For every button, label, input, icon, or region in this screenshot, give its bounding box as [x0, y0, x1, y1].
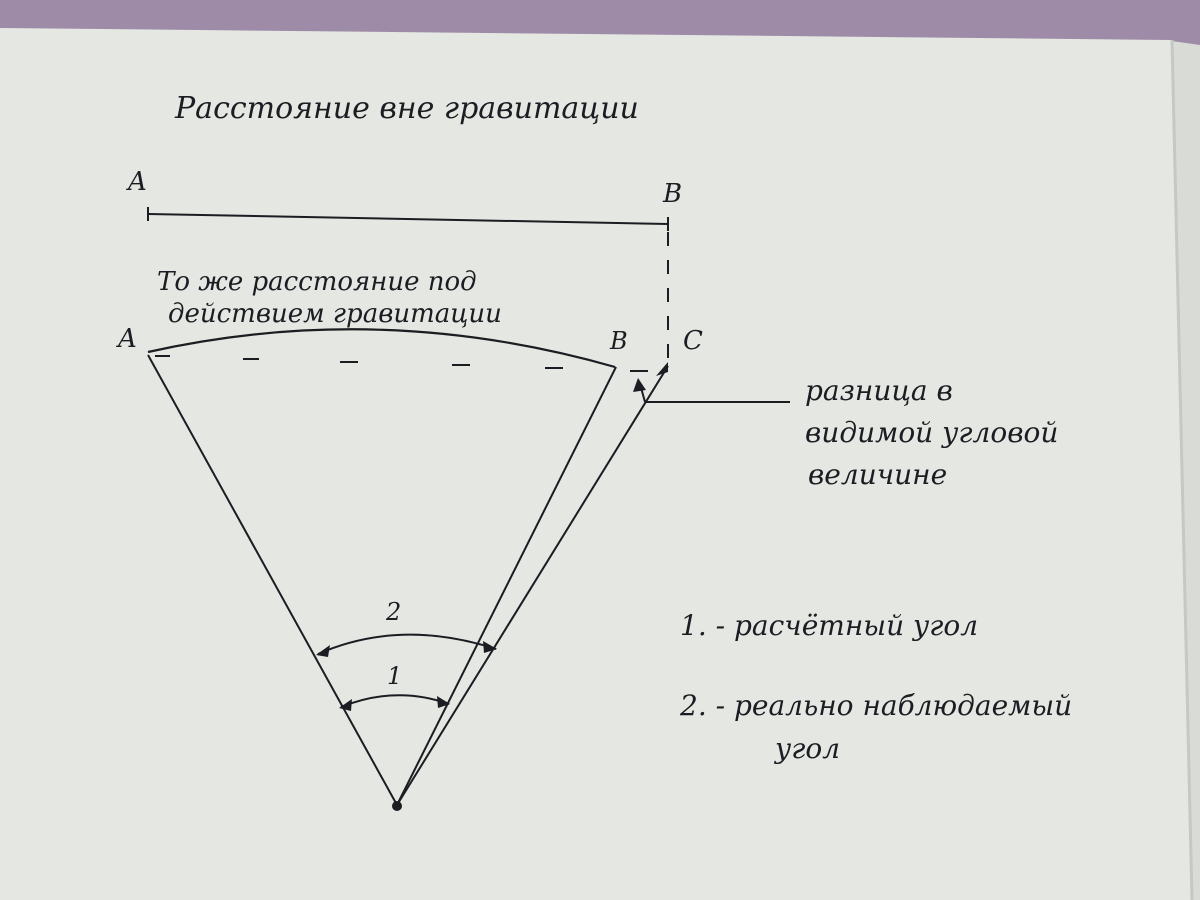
angle-arc-2-arrow-right	[483, 641, 497, 653]
angle-arc-1-arrow-left	[339, 699, 352, 711]
angle-marker-2: 2	[385, 598, 401, 626]
top-segment-line	[147, 213, 669, 225]
gravity-arc	[147, 328, 616, 369]
lower-label-a: A	[116, 324, 137, 354]
ray-c-arrowhead	[656, 362, 668, 376]
difference-note-line1: разница в	[805, 374, 953, 407]
ray-to-b	[396, 366, 617, 806]
diagram-title: Расстояние вне гравитации	[174, 91, 639, 126]
top-segment	[147, 207, 669, 231]
top-label-b: B	[662, 179, 682, 209]
angle-marker-1: 1	[387, 662, 402, 690]
lower-label-c: C	[683, 326, 703, 356]
angle-arc-2	[317, 633, 497, 655]
legend-item-2-line1: 2. - реально наблюдаемый	[679, 689, 1072, 722]
arc-caption-line1: То же расстояние под	[157, 267, 477, 297]
paper-sheet	[0, 28, 1192, 900]
difference-note-line2: видимой угловой	[805, 416, 1058, 449]
legend-item-1: 1. - расчётный угол	[680, 609, 978, 642]
lower-label-b: B	[609, 327, 628, 355]
ray-to-a	[147, 354, 398, 806]
top-label-a: A	[126, 167, 147, 197]
observer-point	[392, 801, 402, 811]
dashed-chord	[155, 355, 648, 372]
difference-pointer-arrowhead	[633, 378, 646, 392]
observer-rays	[147, 354, 669, 806]
angle-arc-1-arrow-right	[437, 696, 450, 708]
difference-note-line3: величине	[808, 458, 947, 491]
angle-arc-2-arrow-left	[316, 645, 330, 657]
ray-to-c	[396, 365, 669, 806]
legend-item-2-line2: угол	[773, 732, 840, 765]
paper-edge-shadow	[1170, 39, 1194, 900]
arc-caption-line2: действием гравитации	[168, 299, 502, 329]
